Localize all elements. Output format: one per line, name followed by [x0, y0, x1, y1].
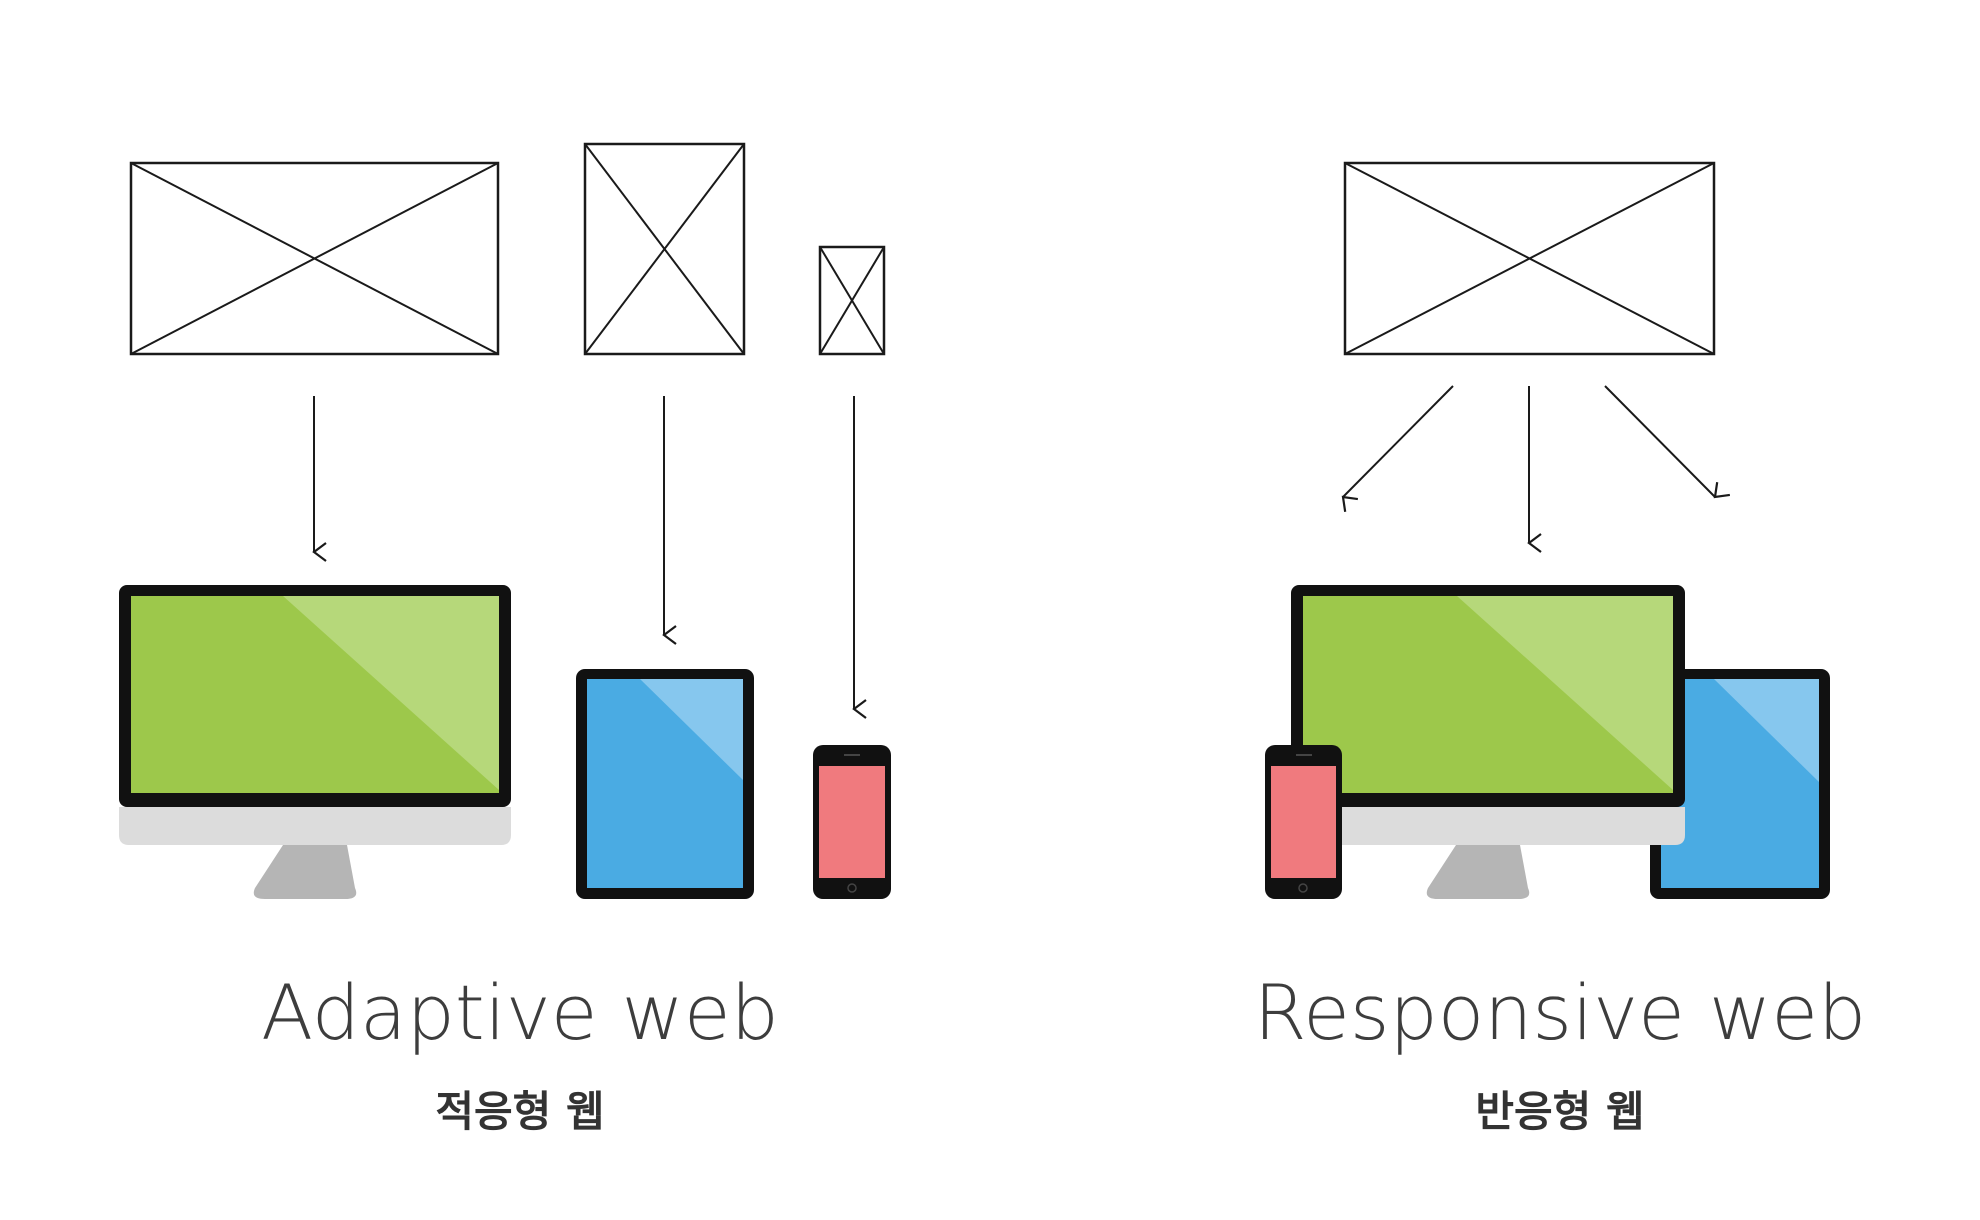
desktop-monitor-icon — [119, 585, 511, 899]
adaptive-wireframe-desktop — [129, 161, 500, 356]
responsive-wireframe — [1343, 161, 1716, 356]
responsive-web-title: Responsive web — [1253, 968, 1867, 1057]
tablet-icon — [1650, 669, 1830, 899]
responsive-web-subtitle: 반응형 웹 — [1475, 1087, 1645, 1136]
adaptive-web-subtitle: 적응형 웹 — [435, 1087, 605, 1136]
adaptive-wireframe-tablet — [583, 142, 746, 356]
tablet-icon — [576, 669, 754, 899]
desktop-monitor-icon — [1291, 585, 1685, 899]
smartphone-icon — [813, 745, 891, 899]
adaptive-web-title: Adaptive web — [261, 968, 779, 1057]
arrow-down-left-icon — [1341, 385, 1454, 512]
arrow-down-right-icon — [1604, 385, 1731, 499]
smartphone-icon — [1265, 745, 1342, 899]
adaptive-wireframe-phone — [818, 245, 886, 356]
